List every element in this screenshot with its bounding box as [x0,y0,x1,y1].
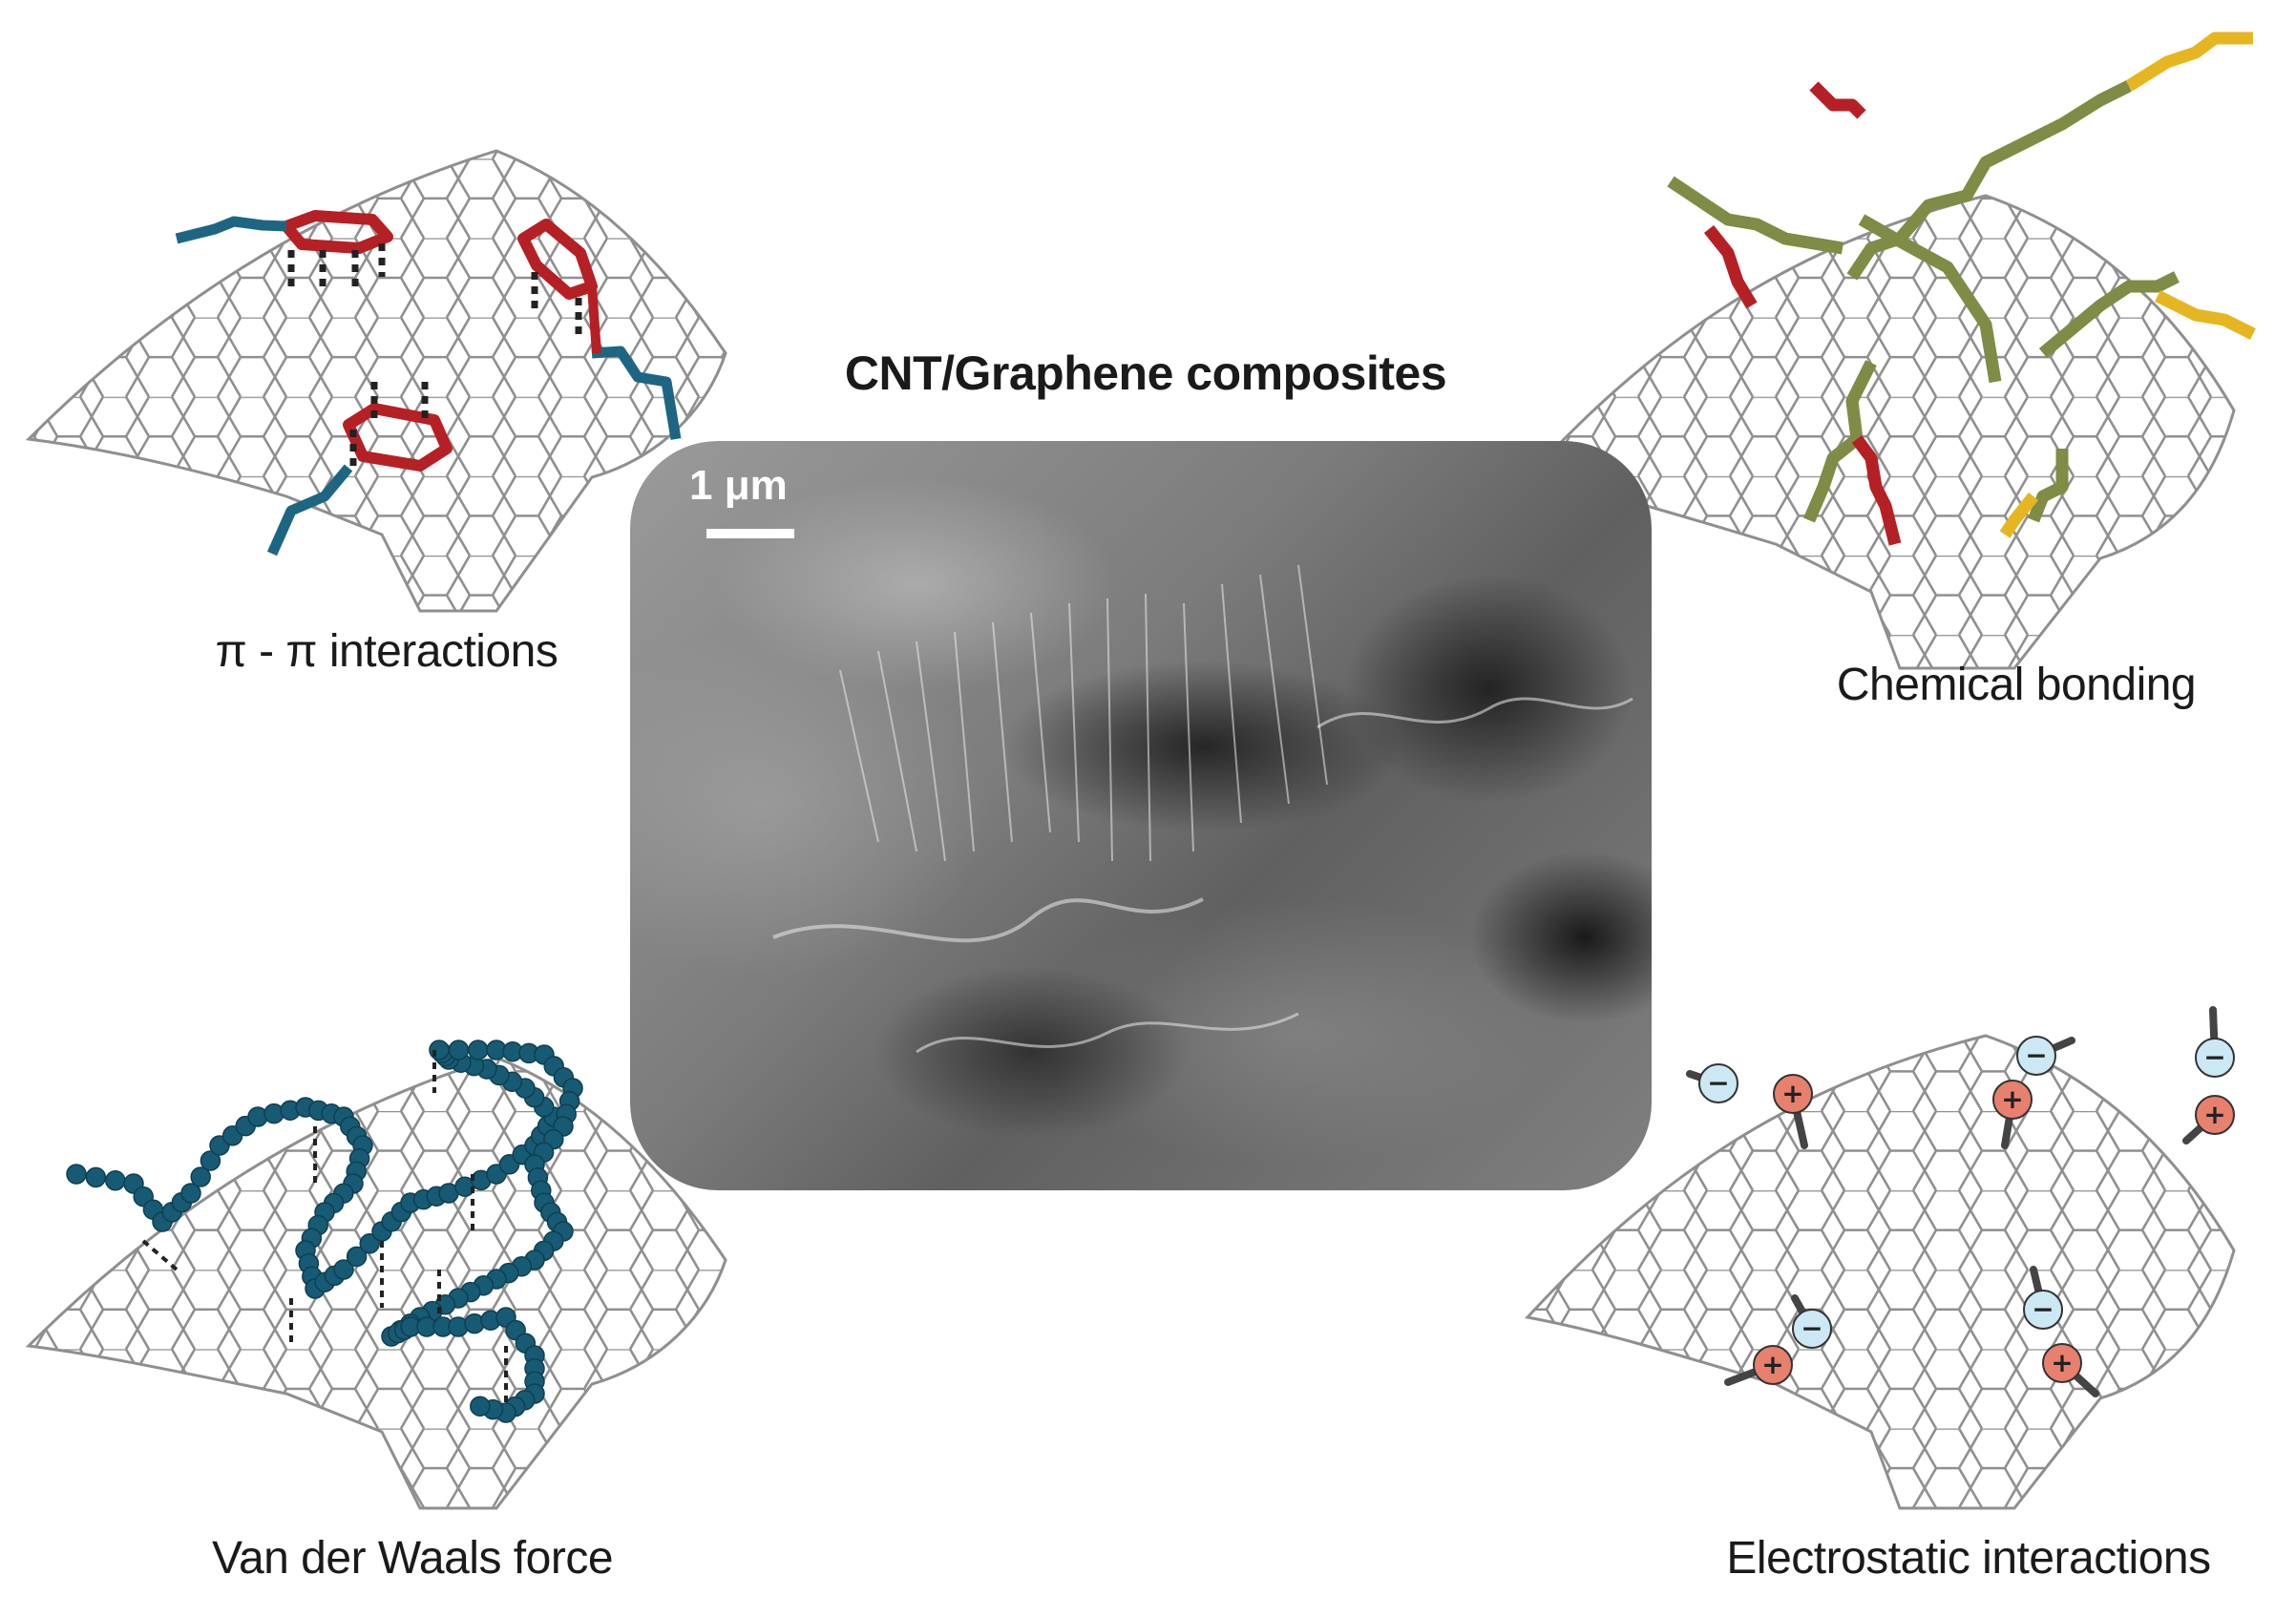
chem-chain-olive-1 [1846,80,2132,281]
pi-pi-interactions-label: π - π interactions [215,626,558,677]
negative-charge-icon [1698,1063,1738,1103]
chemical-bonding-label: Chemical bonding [1836,660,2197,710]
charge-symbol: + [2203,1099,2225,1130]
chem-chain-yellow-3 [1999,492,2039,538]
chem-chain-yellow-1 [2125,32,2253,92]
sem-micrograph: 1 μm [630,441,1652,1190]
pi-ring-3 [343,382,453,472]
vdw-arrows [141,1050,508,1403]
graphene-sheet [25,149,727,613]
chem-chain-olive-6 [2027,449,2069,523]
electrostatic-interactions-label: Electrostatic interactions [1726,1533,2211,1584]
polymer-bead [333,1259,354,1280]
polymer-bead [105,1170,126,1191]
positive-charge-icon [2195,1095,2235,1135]
charge-symbol: − [2203,1041,2225,1073]
charge-symbol: + [2051,1347,2073,1378]
figure-title: CNT/Graphene composites [844,346,1447,400]
graphene-sheet [25,1056,727,1510]
polymer-bead [66,1164,87,1185]
positive-charge-icon [1753,1345,1793,1385]
chem-chain-red-2 [1703,224,1758,309]
polymer-bead [359,1233,380,1254]
negative-charge-icon [2016,1036,2056,1076]
pi-chain-3 [266,464,353,556]
pi-chain-2-link [587,285,601,354]
pi-chain-1 [175,216,287,244]
van-der-waals-label: Van der Waals force [211,1533,614,1584]
positive-charge-icon [1773,1074,1813,1114]
polymer-chain [66,1040,583,1423]
pi-pi-panel [25,149,727,613]
chem-chain-olive-4 [2038,271,2180,358]
charge-symbol: − [1707,1067,1729,1099]
chem-chain-red-3 [1851,435,1902,546]
pi-ring-1 [281,210,393,286]
pi-chain-2 [591,346,682,440]
positive-charge-icon [2042,1343,2082,1383]
negative-charge-icon [2023,1290,2063,1330]
chem-chain-olive-5 [1803,360,1877,523]
charge-symbol: + [1781,1078,1803,1109]
chem-chain-olive-3 [1667,176,1844,255]
positive-charge-icon [1992,1080,2033,1120]
scale-bar [706,529,794,538]
negative-charge-icon [2195,1038,2235,1078]
van-der-waals-panel [25,1040,727,1510]
polymer-bead [200,1150,221,1171]
scale-bar-label: 1 μm [689,462,788,509]
charge-symbol: + [1761,1349,1783,1380]
chem-chain-red-1 [1809,81,1866,119]
charge-symbol: − [2032,1293,2054,1325]
chem-chain-olive-2 [1858,214,2002,384]
polymer-bead [448,1040,470,1060]
chem-chain-yellow-2 [2155,290,2256,340]
polymer-bead [190,1166,211,1187]
negative-charge-icon [1792,1309,1832,1349]
electrostatic-panel: −+−+−+−−++ [1525,1006,2236,1510]
chemical-bonding-panel [1525,32,2256,670]
charge-symbol: − [2025,1040,2047,1071]
polymer-bead [468,1040,489,1060]
graphene-sheet [1525,1034,2236,1510]
polymer-bead [85,1166,107,1188]
polymer-bead [180,1183,201,1204]
charge-symbol: + [2001,1083,2023,1115]
charge-symbol: − [1801,1312,1822,1344]
polymer-bead [470,1396,491,1417]
polymer-bead [346,1246,368,1268]
sem-texture [772,564,1633,1054]
